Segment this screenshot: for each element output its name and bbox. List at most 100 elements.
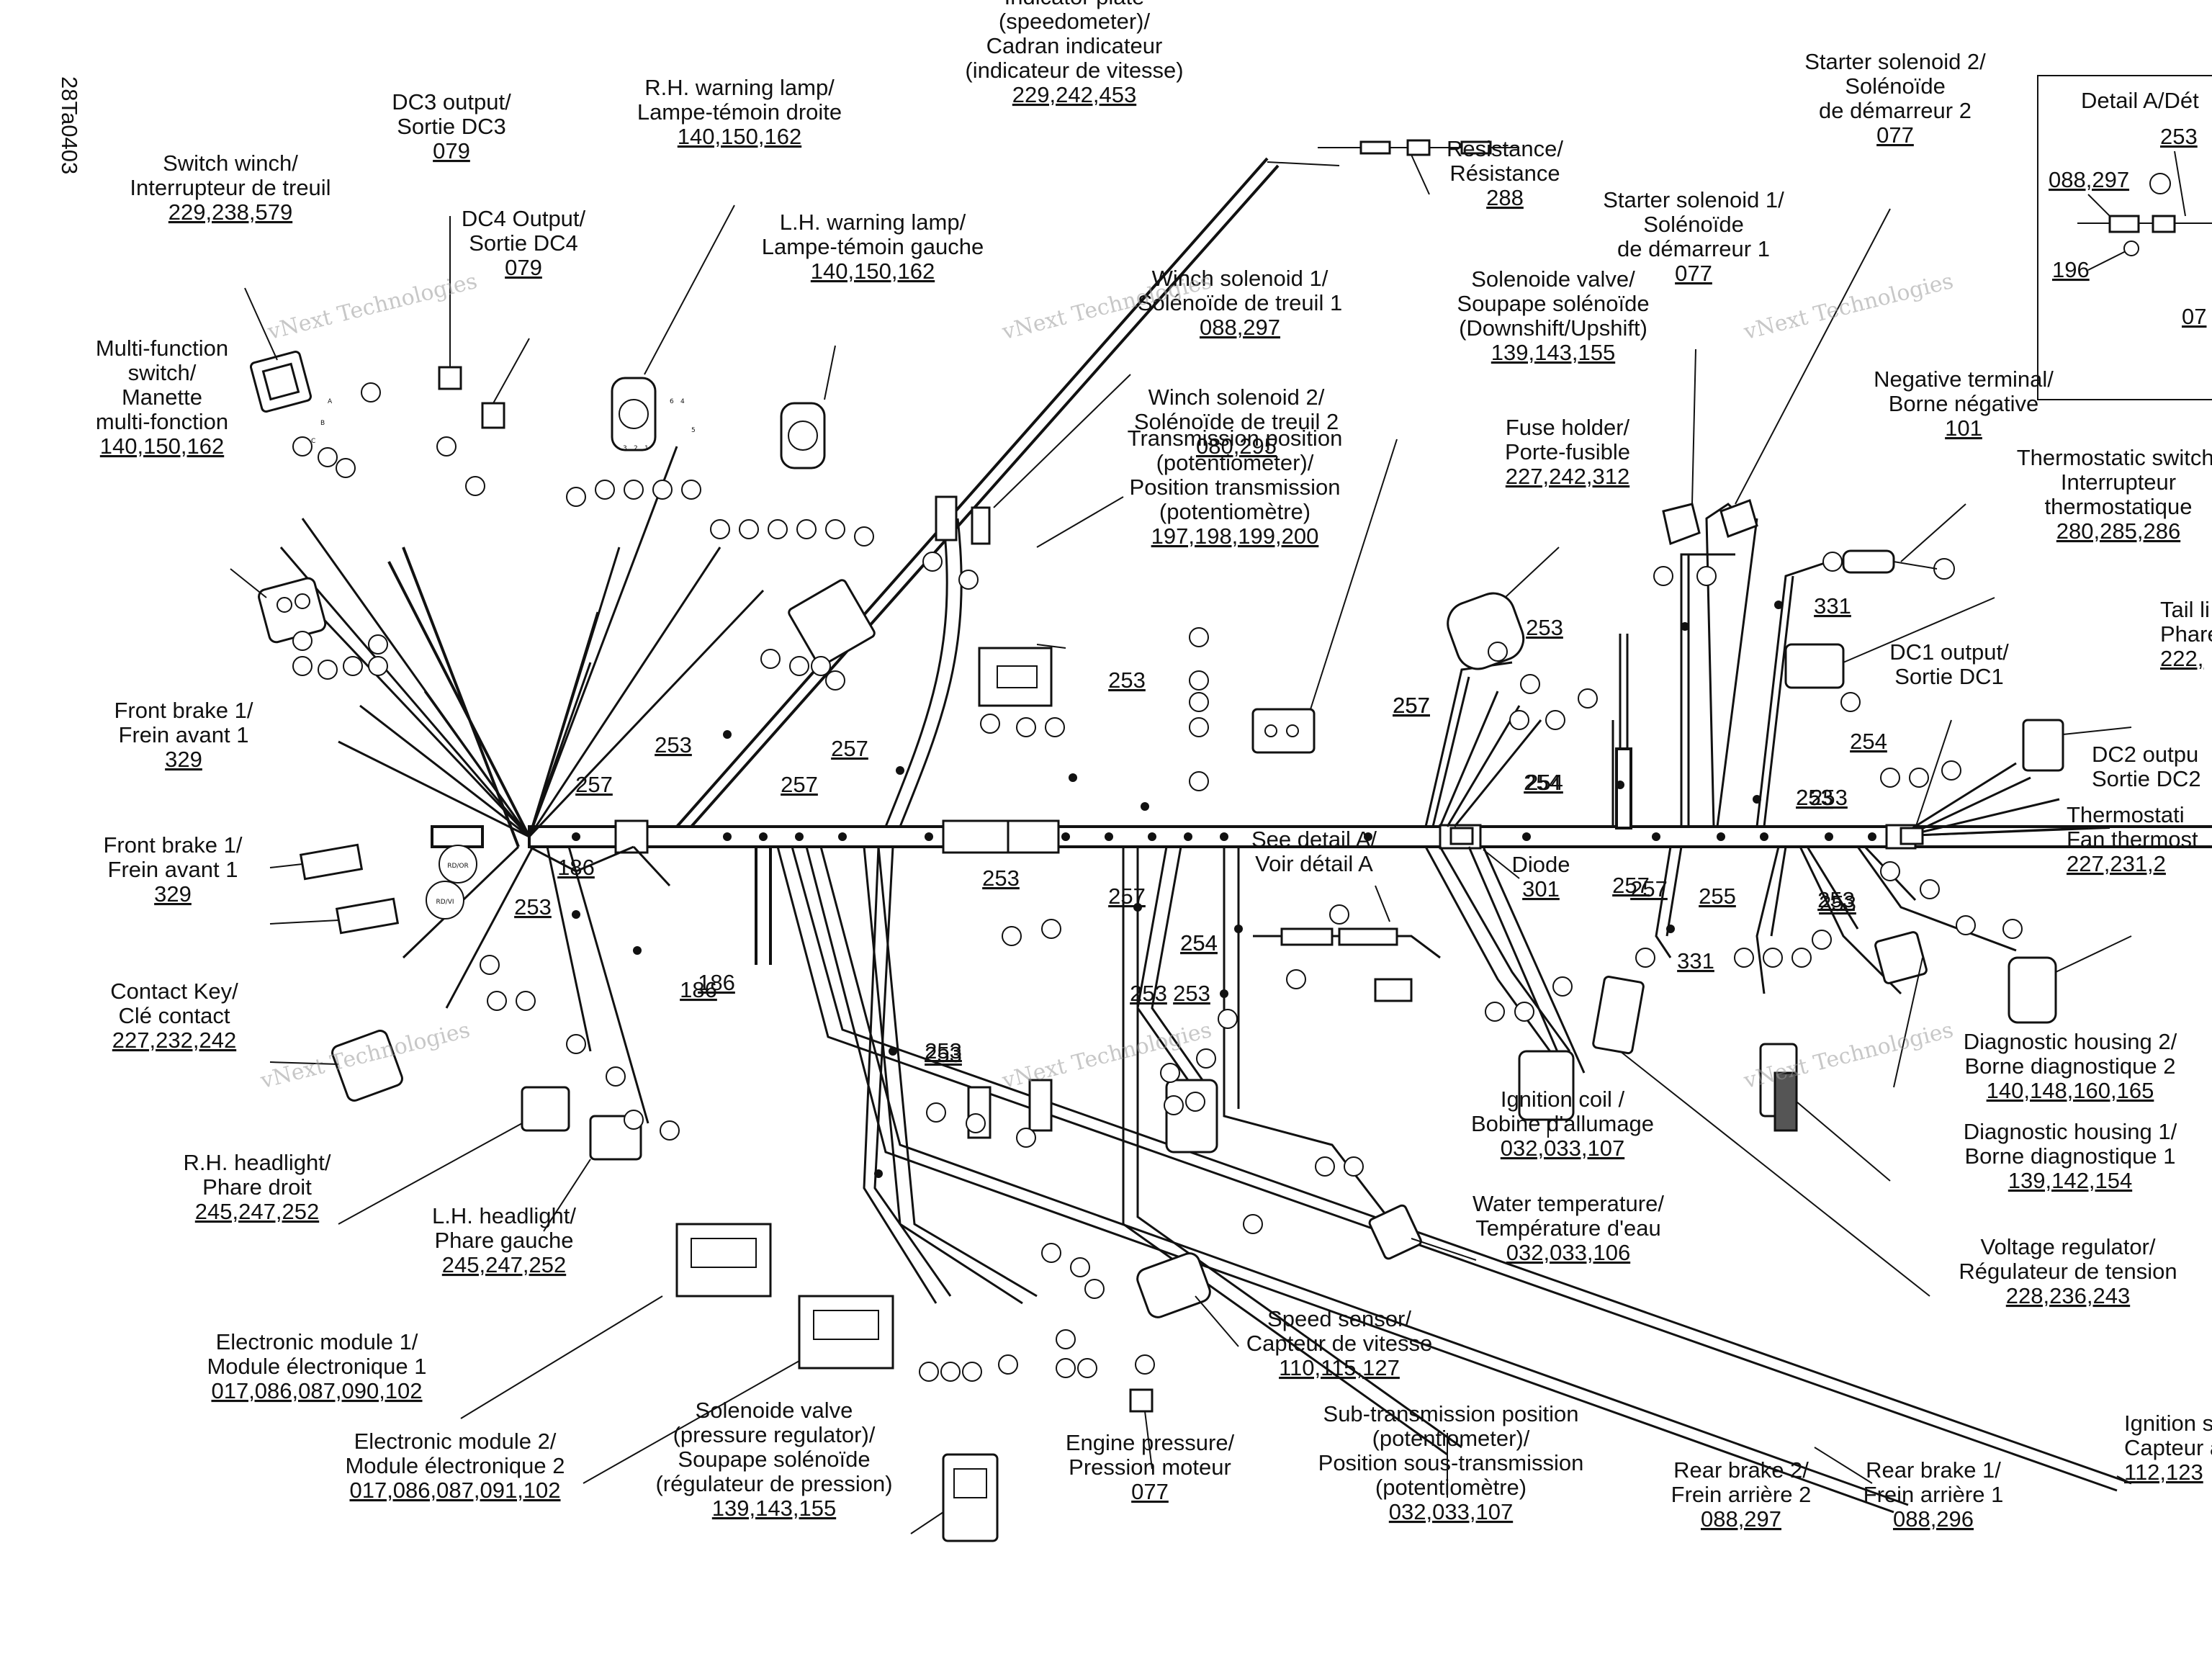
indicator-connector <box>788 579 876 667</box>
callout-line: Fan thermost <box>2067 827 2198 852</box>
callout-codes: 229,238,579 <box>168 199 292 225</box>
svg-text:6: 6 <box>670 398 674 405</box>
detail-a-ref-196: 196 <box>2052 257 2090 282</box>
harness-ref: 257 <box>1630 876 1668 902</box>
callout-codes: 110,115,127 <box>1279 1355 1400 1380</box>
dc4-connector <box>481 402 505 429</box>
svg-text:C: C <box>311 438 315 445</box>
harness-ref: 253 <box>1526 615 1563 640</box>
callout-line: Electronic module 2/ <box>354 1429 557 1454</box>
callout-line: Interrupteur <box>2061 469 2176 495</box>
watermark: vNext Technologies <box>1741 269 1956 345</box>
callout-line: Module électronique 2 <box>345 1453 565 1478</box>
callout-codes: 032,033,107 <box>1501 1136 1624 1161</box>
callout-codes: 139,143,155 <box>1491 340 1615 365</box>
callout-line: Pression moteur <box>1069 1455 1231 1480</box>
harness-ref: 186 <box>680 977 717 1002</box>
callout-line: switch/ <box>128 360 197 385</box>
harness-ref: 257 <box>1393 693 1430 718</box>
callout-winch-sol2: Winch solenoid 2/Solénoïde de treuil 208… <box>1134 385 1339 459</box>
callout-line: Résistance <box>1449 161 1560 186</box>
sol-valve-press-connector <box>942 1453 999 1542</box>
callout-line: Resistance/ <box>1447 136 1563 161</box>
harness-ref: 253 <box>1173 981 1210 1006</box>
callout-indicator: Indicator plate(speedometer)/Cadran indi… <box>965 0 1183 107</box>
callout-codes: 245,247,252 <box>442 1252 566 1277</box>
callout-codes: 329 <box>165 747 202 772</box>
callout-line: L.H. headlight/ <box>432 1203 576 1228</box>
leader-lines <box>230 154 2132 1534</box>
callout-line: Diagnostic housing 2/ <box>1964 1029 2177 1054</box>
callout-line: (régulateur de pression) <box>655 1471 892 1496</box>
callout-codes: 329 <box>154 881 192 907</box>
callout-line: Thermostatic switch/ <box>2017 445 2212 470</box>
callout-line: (potentiomètre) <box>1375 1475 1527 1500</box>
neg-terminal-connector <box>1842 549 1955 580</box>
wire-tags: RD/OR RD/VI <box>426 845 477 920</box>
callout-see-detail: See detail A/Voir détail A <box>1251 827 1377 876</box>
junction-dots <box>572 601 1876 1178</box>
callout-line: Voltage regulator/ <box>1980 1234 2155 1259</box>
callout-multi-function: Multi-functionswitch/Manettemulti-foncti… <box>96 336 228 459</box>
harness-ref: 253 <box>1796 785 1833 810</box>
harness-ref: 253 <box>1108 667 1146 693</box>
svg-text:B: B <box>320 420 325 427</box>
callout-codes: 140,150,162 <box>100 433 224 459</box>
volt-reg-connector <box>1592 976 1645 1055</box>
harness-ref: 253 <box>514 894 552 920</box>
harness-ref: 257 <box>575 772 613 797</box>
callout-line: Speed sensor/ <box>1267 1306 1411 1331</box>
callout-line: Starter solenoid 1/ <box>1603 187 1784 212</box>
harness-ref: 253 <box>1810 785 1848 810</box>
callout-line: de démarreur 1 <box>1617 236 1770 261</box>
callout-line: Solénoïde <box>1643 212 1744 237</box>
callout-line: Frein arrière 1 <box>1863 1482 2004 1507</box>
callout-line: Solenoide valve <box>696 1398 853 1423</box>
svg-text:4: 4 <box>680 398 685 405</box>
starter2-connector <box>1719 499 1758 538</box>
harness-ref: 254 <box>1524 770 1561 795</box>
callout-line: Borne diagnostique 1 <box>1964 1143 2175 1169</box>
callout-subtrans: Sub-transmission position(potentiometer)… <box>1318 1401 1584 1524</box>
callout-diag1: Diagnostic housing 1/Borne diagnostique … <box>1964 1119 2177 1193</box>
callout-trans-pos: Transmission position(potentiometer)/Pos… <box>1128 426 1343 549</box>
callout-line: DC2 outpu <box>2092 742 2198 767</box>
dc3-connector <box>438 366 462 390</box>
lh-warning-connector <box>780 402 826 469</box>
callout-ecu2: Electronic module 2/Module électronique … <box>345 1429 565 1503</box>
callout-line: DC3 output/ <box>392 89 511 114</box>
callout-line: Sortie DC4 <box>469 230 578 256</box>
callout-line: Diagnostic housing 1/ <box>1964 1119 2177 1144</box>
diode-component <box>1449 827 1474 845</box>
callout-winch-sol1: Winch solenoid 1/Solénoïde de treuil 108… <box>1138 266 1342 340</box>
resistance-component <box>1318 139 1519 156</box>
multi-function-connector <box>258 577 327 644</box>
svg-text:vNext Technologies: vNext Technologies <box>1741 269 1956 345</box>
harness-ref: 254 <box>1180 930 1218 956</box>
harness-ref: 253 <box>1817 887 1855 912</box>
subtrans-connector <box>1165 1079 1218 1154</box>
callout-codes: 222, <box>2160 646 2203 671</box>
callout-codes: 079 <box>505 255 542 280</box>
harness-ref: 257 <box>1393 693 1430 718</box>
detail-a-box: Detail A/Dét 253 088,297 196 07 <box>2037 75 2212 400</box>
callout-line: Température d'eau <box>1475 1215 1661 1241</box>
callout-line: Position sous-transmission <box>1318 1450 1584 1475</box>
callout-ign-coil: Ignition coil /Bobine d'allumage032,033,… <box>1471 1087 1654 1161</box>
callout-line: Bobine d'allumage <box>1471 1111 1654 1136</box>
callout-line: Electronic module 1/ <box>216 1329 418 1354</box>
callout-line: Capteur allum <box>2124 1435 2212 1460</box>
harness-ref: 257 <box>1108 884 1146 909</box>
sol-valve-down-connector <box>1251 708 1316 754</box>
callout-codes: 112,123 <box>2124 1460 2203 1485</box>
callout-codes: 301 <box>1522 876 1560 902</box>
callout-line: Diode <box>1512 852 1570 877</box>
